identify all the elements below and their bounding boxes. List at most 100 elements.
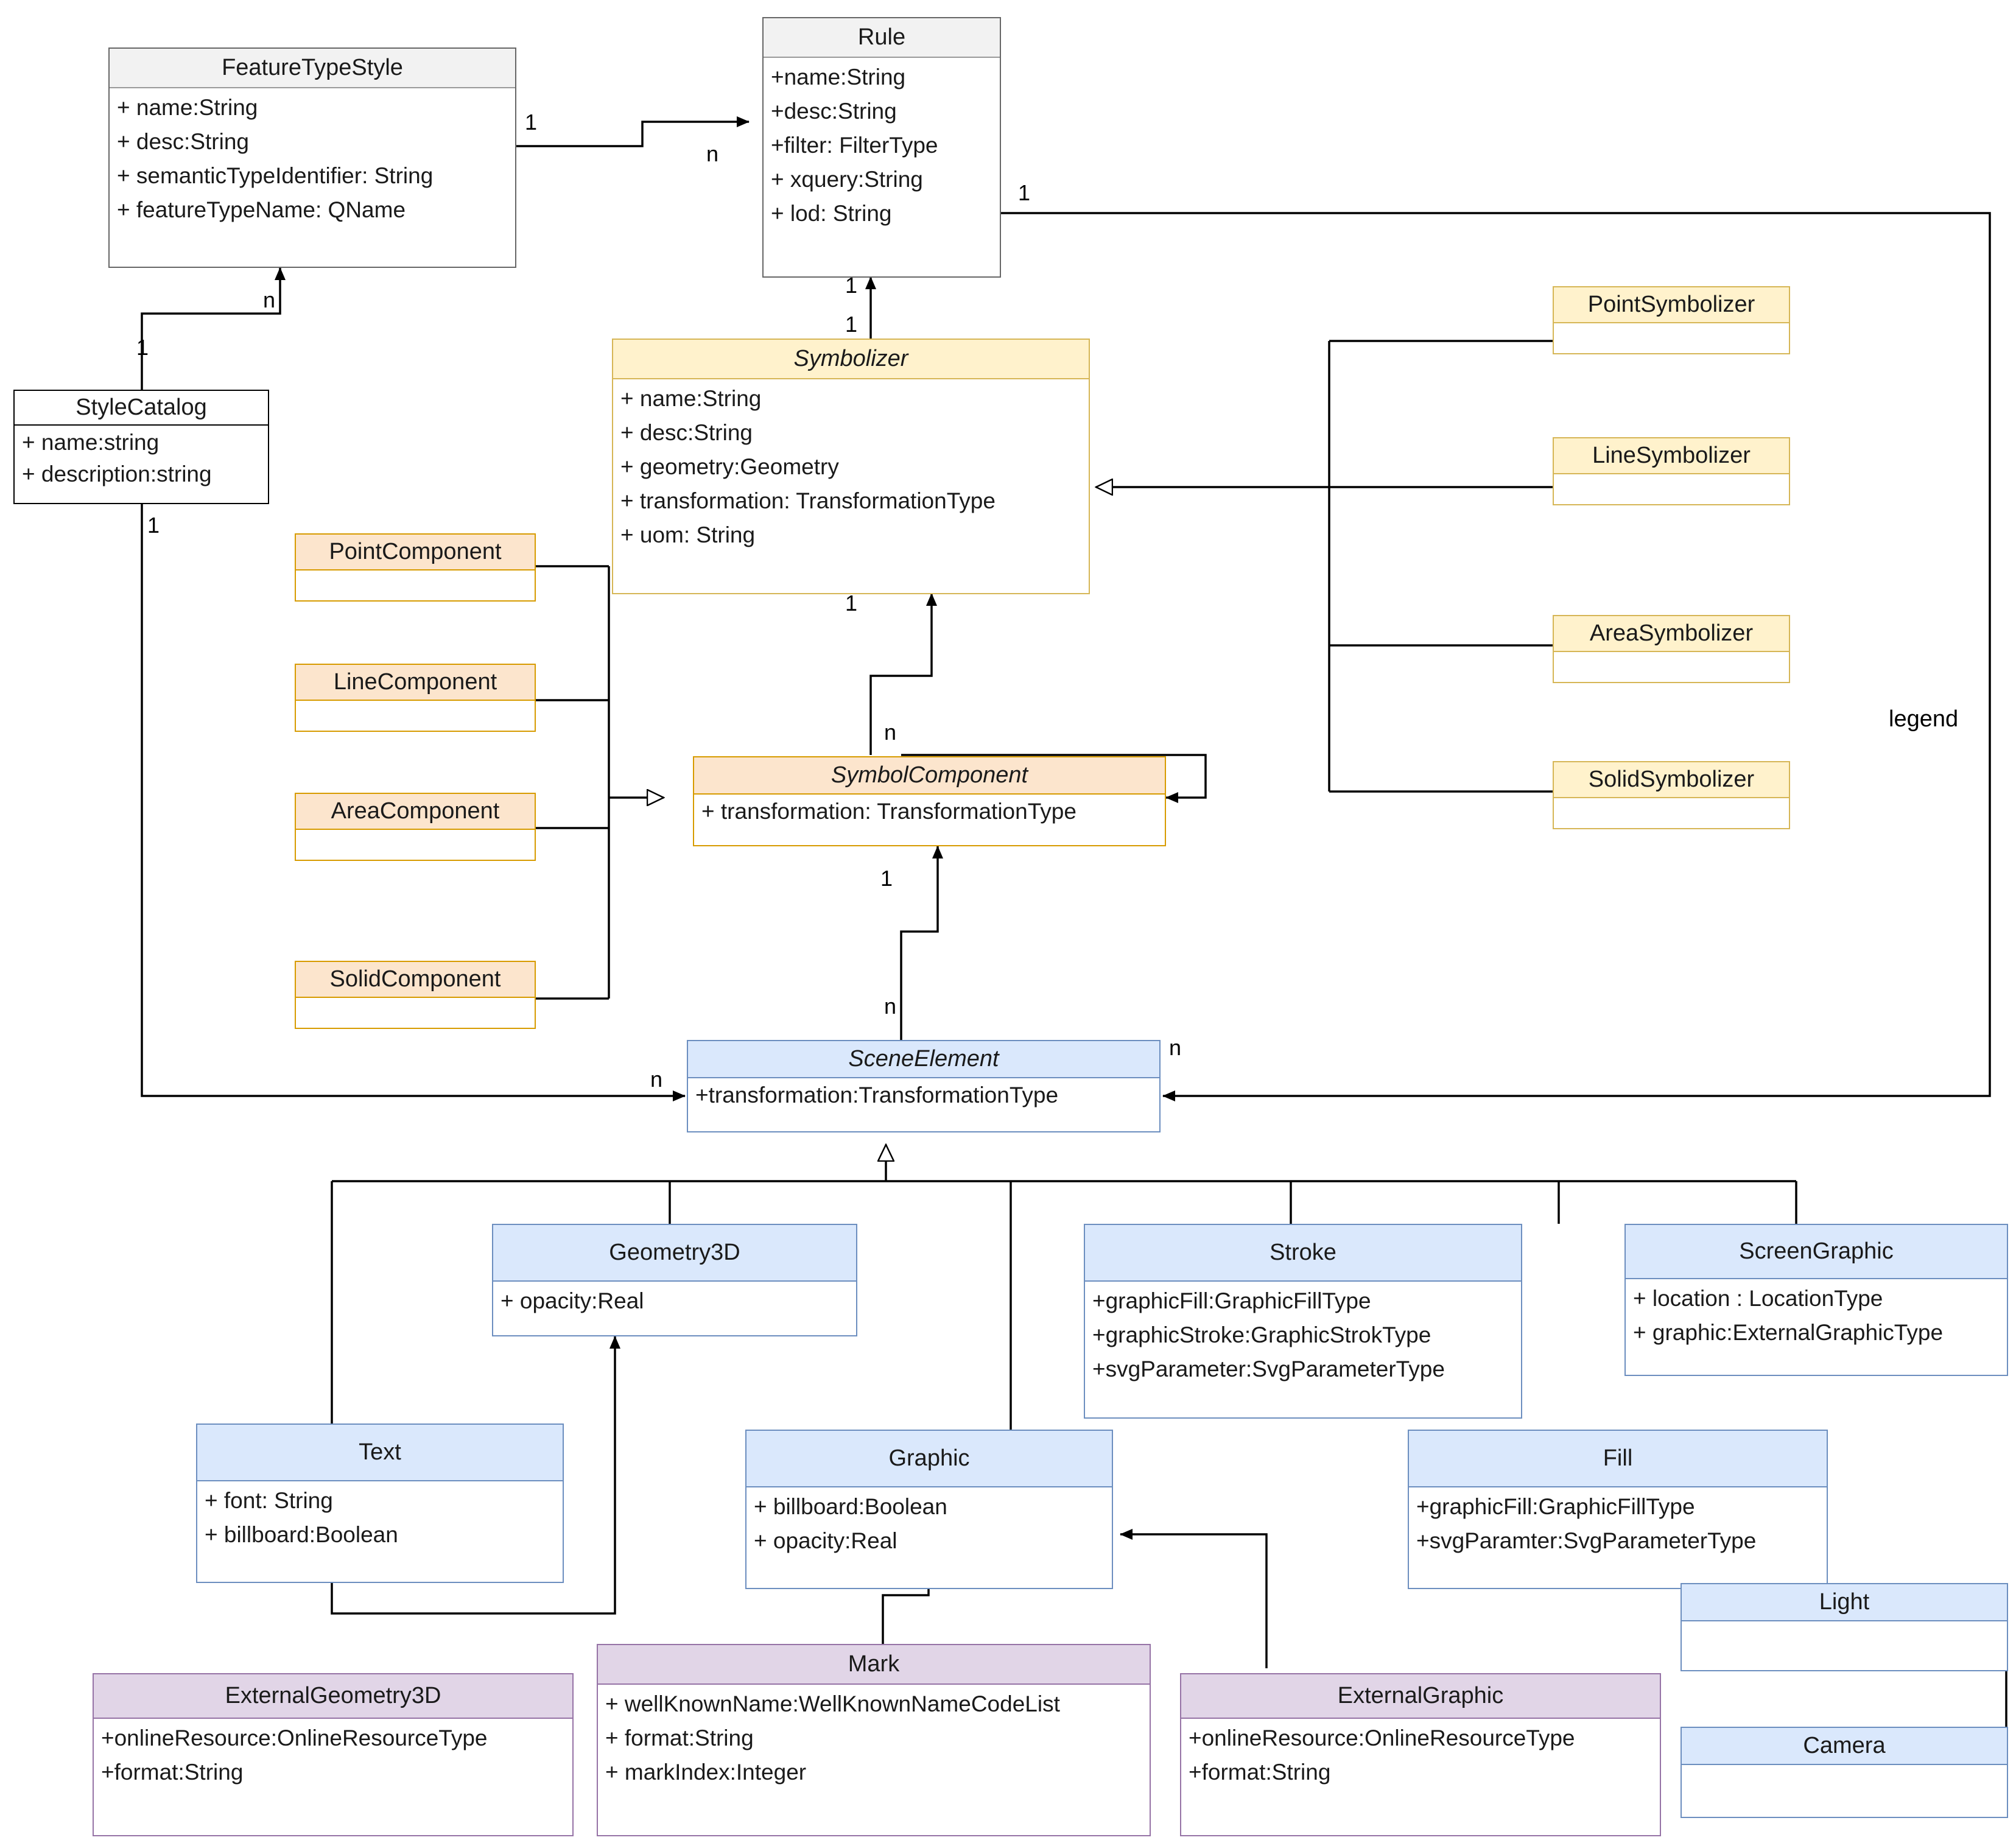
class-title: Light: [1682, 1584, 2007, 1621]
multiplicity-sceneelement-n-top: n: [884, 994, 897, 1019]
attribute-compartment: +onlineResource:OnlineResourceType +form…: [1181, 1719, 1660, 1792]
attribute: + format:String: [605, 1725, 754, 1750]
class-scene-element[interactable]: SceneElement +transformation:Transformat…: [687, 1040, 1161, 1132]
class-camera[interactable]: Camera: [1681, 1727, 2008, 1818]
class-title: ScreenGraphic: [1626, 1225, 2007, 1279]
class-line-component[interactable]: LineComponent: [295, 664, 536, 732]
class-title: Rule: [764, 18, 1000, 58]
class-line-symbolizer[interactable]: LineSymbolizer: [1553, 437, 1790, 505]
multiplicity-catalog-bottom-1: 1: [147, 513, 160, 538]
attribute: +format:String: [1189, 1760, 1331, 1785]
attribute-compartment: +graphicFill:GraphicFillType +graphicStr…: [1085, 1282, 1521, 1389]
class-title: Camera: [1682, 1728, 2007, 1765]
class-point-symbolizer[interactable]: PointSymbolizer: [1553, 286, 1790, 354]
multiplicity-sceneelement-n-left: n: [650, 1067, 663, 1092]
class-text[interactable]: Text + font: String + billboard:Boolean: [196, 1423, 564, 1583]
attribute: + uom: String: [620, 522, 756, 547]
attribute-compartment: [296, 998, 535, 1027]
attribute: +graphicFill:GraphicFillType: [1416, 1494, 1695, 1519]
attribute: + transformation: TransformationType: [701, 799, 1076, 824]
class-title: Text: [197, 1425, 563, 1481]
class-area-symbolizer[interactable]: AreaSymbolizer: [1553, 615, 1790, 683]
attribute: + transformation: TransformationType: [620, 488, 996, 513]
class-title: StyleCatalog: [15, 391, 268, 426]
multiplicity-symbolcomponent-1: 1: [880, 866, 893, 891]
class-light[interactable]: Light: [1681, 1583, 2008, 1671]
class-external-graphic[interactable]: ExternalGraphic +onlineResource:OnlineRe…: [1180, 1673, 1661, 1836]
class-title: LineComponent: [296, 665, 535, 701]
class-solid-component[interactable]: SolidComponent: [295, 961, 536, 1029]
attribute: + xquery:String: [771, 167, 923, 192]
class-fill[interactable]: Fill +graphicFill:GraphicFillType +svgPa…: [1408, 1430, 1828, 1589]
class-title: SymbolComponent: [694, 757, 1165, 795]
class-style-catalog[interactable]: StyleCatalog + name:string + description…: [13, 390, 269, 504]
class-feature-type-style[interactable]: FeatureTypeStyle + name:String + desc:St…: [108, 47, 516, 268]
attribute-compartment: +name:String +desc:String +filter: Filte…: [764, 58, 1000, 233]
class-rule[interactable]: Rule +name:String +desc:String +filter: …: [762, 17, 1001, 278]
attribute-compartment: +onlineResource:OnlineResourceType +form…: [94, 1719, 572, 1792]
attribute-compartment: [1682, 1765, 2007, 1808]
attribute-compartment: + opacity:Real: [493, 1282, 856, 1321]
multiplicity-catalog-fts-n: n: [263, 287, 276, 312]
attribute: + opacity:Real: [500, 1288, 644, 1313]
attribute-compartment: + font: String + billboard:Boolean: [197, 1481, 563, 1554]
class-title: Mark: [598, 1645, 1150, 1685]
class-solid-symbolizer[interactable]: SolidSymbolizer: [1553, 761, 1790, 829]
class-symbol-component[interactable]: SymbolComponent + transformation: Transf…: [693, 756, 1166, 846]
attribute-compartment: [296, 570, 535, 600]
class-title: Stroke: [1085, 1225, 1521, 1282]
attribute: + desc:String: [620, 420, 753, 445]
attribute: +graphicFill:GraphicFillType: [1092, 1288, 1371, 1313]
attribute: + graphic:ExternalGraphicType: [1633, 1320, 1944, 1345]
attribute-compartment: [296, 830, 535, 859]
multiplicity-rule-symbolizer-a: 1: [845, 273, 858, 298]
attribute: +graphicStroke:GraphicStrokType: [1092, 1322, 1431, 1347]
multiplicity-symbolcomponent-n: n: [884, 720, 897, 745]
class-stroke[interactable]: Stroke +graphicFill:GraphicFillType +gra…: [1084, 1224, 1522, 1419]
multiplicity-symbolizer-bottom-1: 1: [845, 591, 858, 616]
attribute: + markIndex:Integer: [605, 1760, 807, 1785]
class-title: ExternalGeometry3D: [94, 1674, 572, 1719]
class-area-component[interactable]: AreaComponent: [295, 793, 536, 861]
attribute-compartment: + name:String + desc:String + semanticTy…: [110, 88, 515, 230]
multiplicity-rule-symbolizer-b: 1: [845, 312, 858, 337]
class-title: Graphic: [746, 1431, 1112, 1487]
attribute: + wellKnownName:WellKnownNameCodeList: [605, 1691, 1060, 1716]
attribute-compartment: [296, 701, 535, 730]
attribute: +onlineResource:OnlineResourceType: [101, 1725, 488, 1750]
class-graphic[interactable]: Graphic + billboard:Boolean + opacity:Re…: [745, 1430, 1113, 1589]
class-mark[interactable]: Mark + wellKnownName:WellKnownNameCodeLi…: [597, 1644, 1151, 1836]
attribute-compartment: [1554, 798, 1789, 827]
multiplicity-sceneelement-n-right: n: [1169, 1035, 1182, 1060]
attribute: +onlineResource:OnlineResourceType: [1189, 1725, 1575, 1750]
class-external-geometry3d[interactable]: ExternalGeometry3D +onlineResource:Onlin…: [93, 1673, 574, 1836]
class-title: PointComponent: [296, 535, 535, 570]
attribute-compartment: [1554, 652, 1789, 681]
attribute-compartment: [1682, 1621, 2007, 1662]
attribute: +filter: FilterType: [771, 133, 938, 158]
class-screen-graphic[interactable]: ScreenGraphic + location : LocationType …: [1624, 1224, 2008, 1376]
class-symbolizer[interactable]: Symbolizer + name:String + desc:String +…: [612, 339, 1090, 594]
attribute-compartment: + wellKnownName:WellKnownNameCodeList + …: [598, 1685, 1150, 1792]
class-title: SolidSymbolizer: [1554, 762, 1789, 798]
class-title: Geometry3D: [493, 1225, 856, 1282]
class-title: LineSymbolizer: [1554, 438, 1789, 474]
attribute: + location : LocationType: [1633, 1286, 1883, 1311]
attribute-compartment: + location : LocationType + graphic:Exte…: [1626, 1279, 2007, 1352]
attribute-compartment: +transformation:TransformationType: [688, 1078, 1159, 1112]
multiplicity-catalog-fts-1: 1: [136, 335, 149, 360]
attribute: + opacity:Real: [754, 1528, 897, 1553]
class-geometry3d[interactable]: Geometry3D + opacity:Real: [492, 1224, 857, 1336]
class-title: ExternalGraphic: [1181, 1674, 1660, 1719]
attribute: + font: String: [205, 1488, 333, 1513]
attribute-compartment: + billboard:Boolean + opacity:Real: [746, 1487, 1112, 1560]
attribute: +format:String: [101, 1760, 244, 1785]
class-point-component[interactable]: PointComponent: [295, 533, 536, 602]
attribute: + description:string: [22, 462, 212, 486]
multiplicity-fts-rule-target: n: [706, 141, 719, 166]
legend-label: legend: [1889, 706, 1959, 732]
class-title: AreaComponent: [296, 794, 535, 830]
attribute-compartment: +graphicFill:GraphicFillType +svgParamte…: [1409, 1487, 1827, 1560]
attribute: + name:string: [22, 430, 160, 455]
